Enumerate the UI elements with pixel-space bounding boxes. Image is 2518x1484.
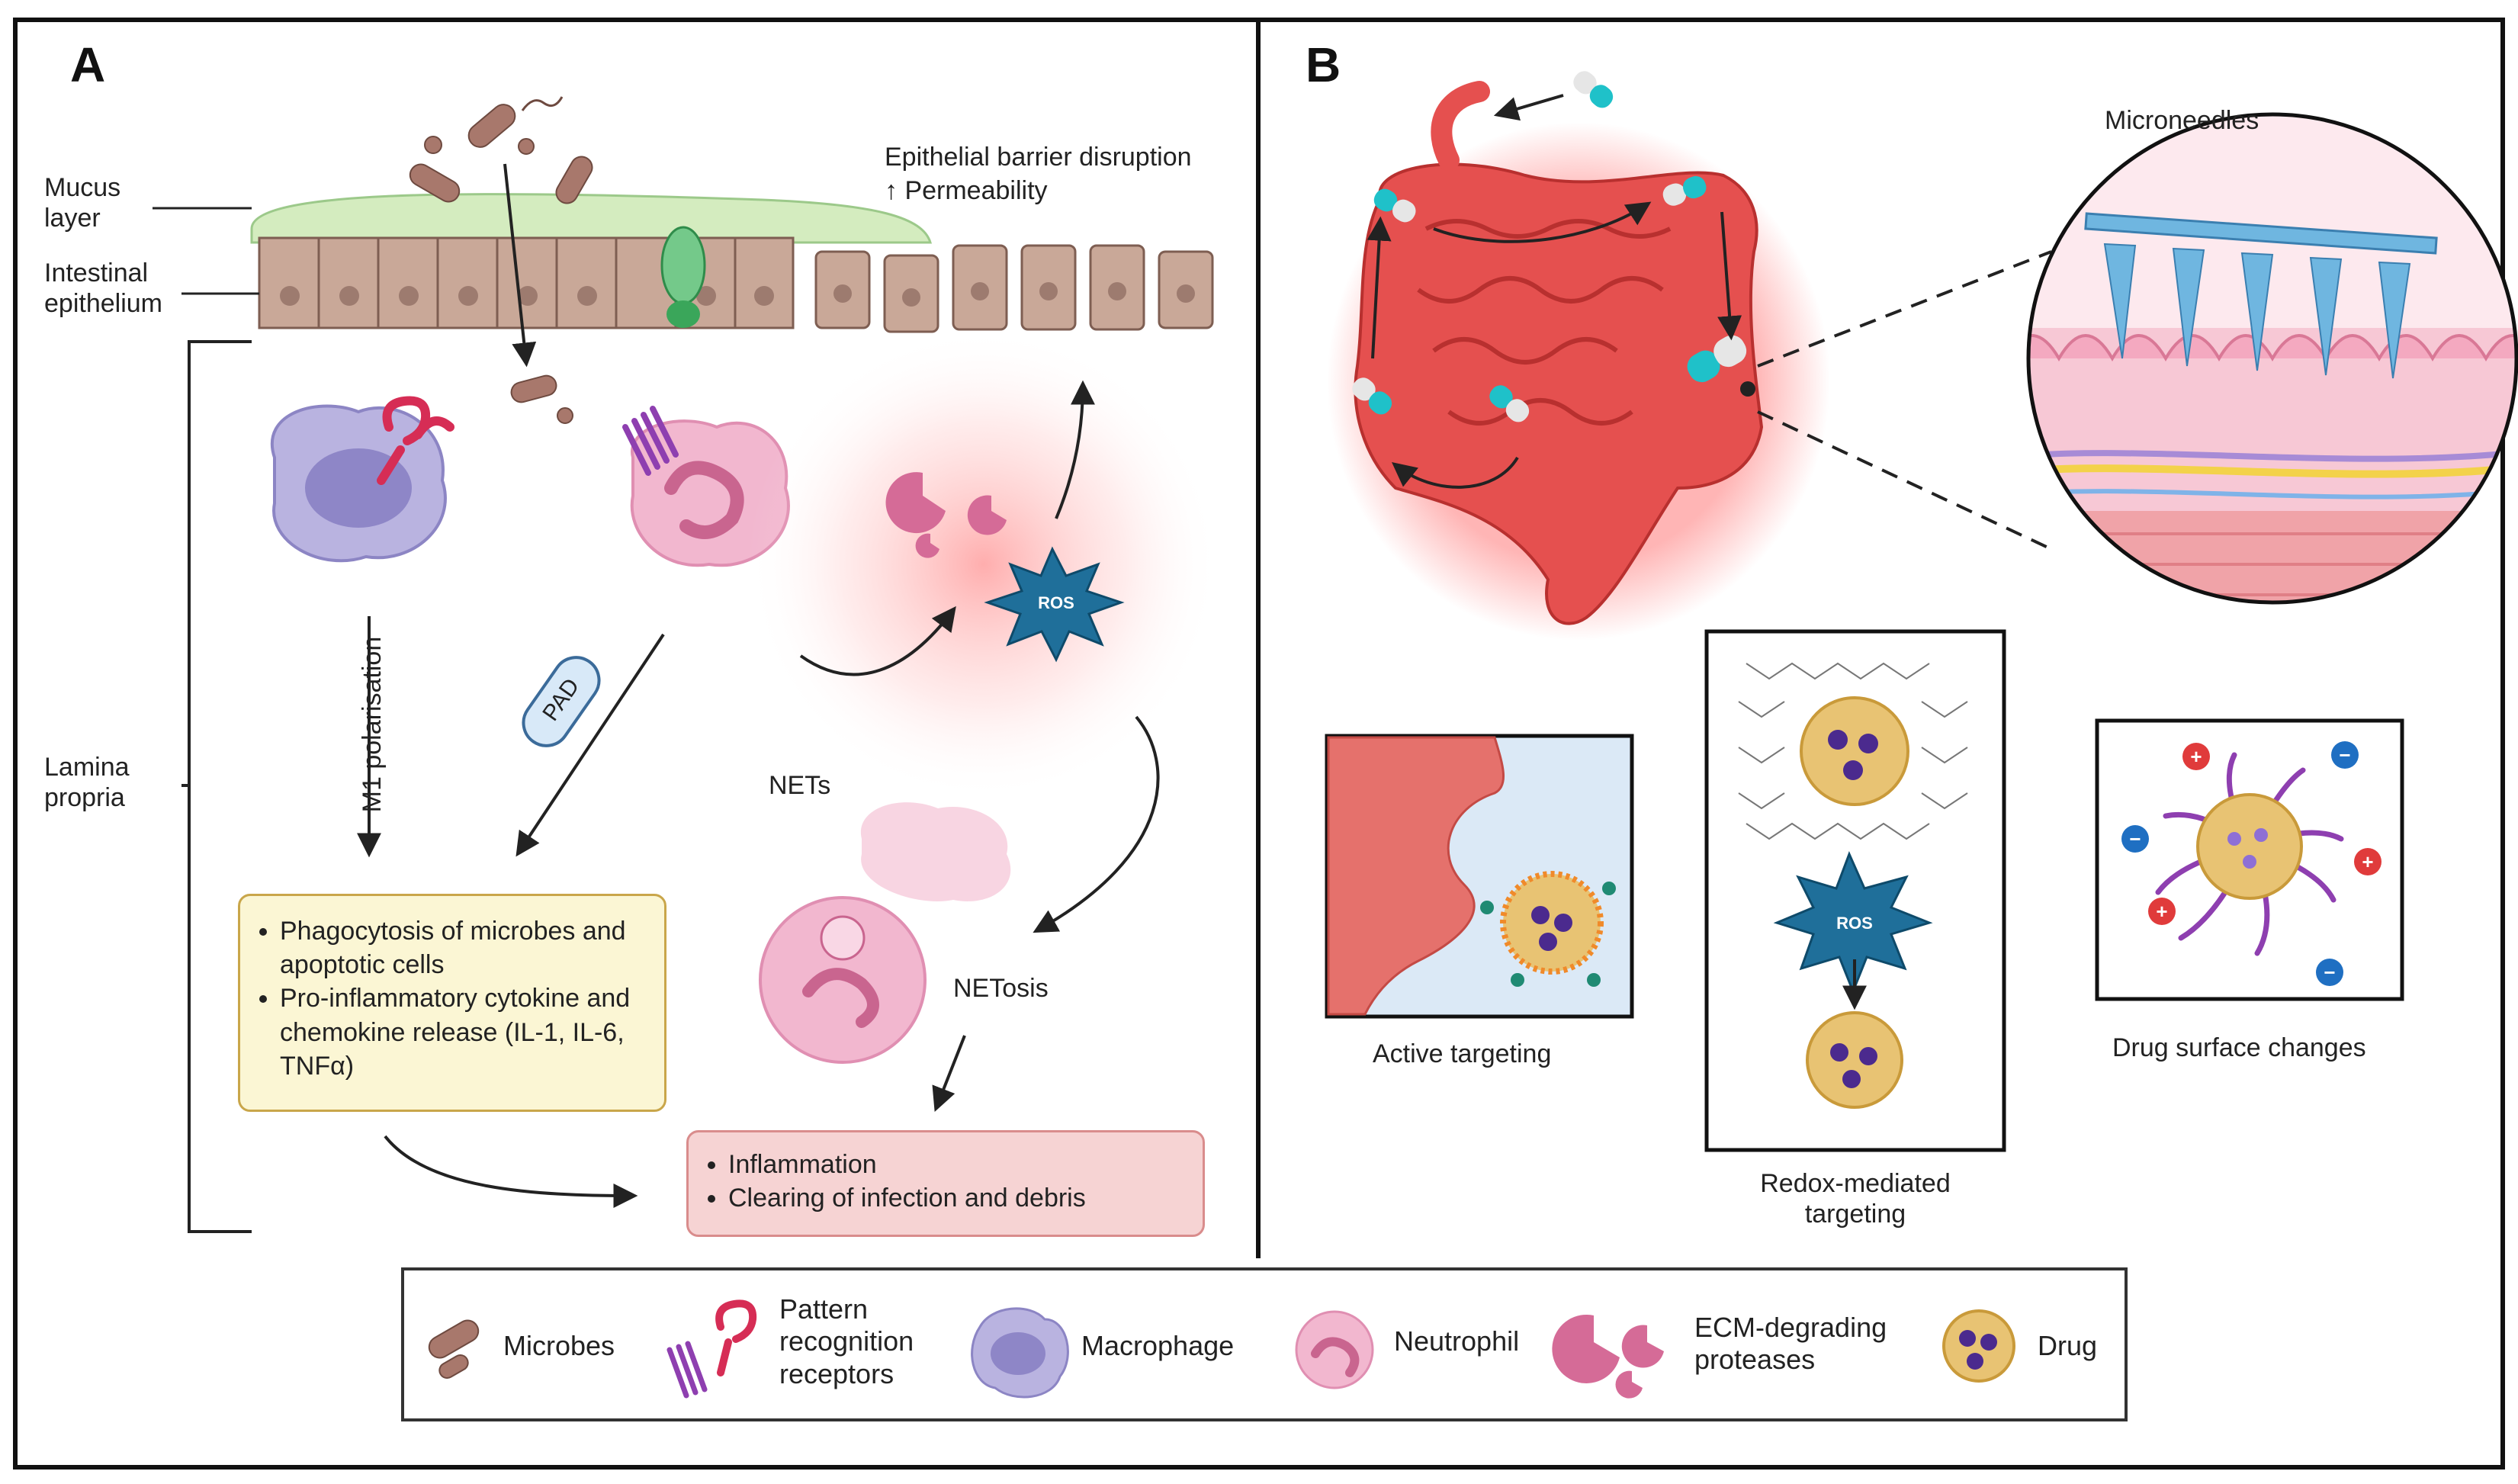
charge-markers [2121,741,2382,986]
legend-macrophage-label: Macrophage [1081,1330,1235,1361]
panel-b-letter: B [1306,37,1341,92]
active-targeting-label: Active targeting [1373,1039,1552,1068]
redox-targeting-label: Redox-mediated targeting [1760,1169,1951,1229]
legend-microbes-icon [428,1319,480,1379]
legend-neutrophil-label: Neutrophil [1394,1325,1520,1357]
legend-neutrophil-icon [1295,1310,1374,1389]
prr-neutrophil [622,406,679,476]
macrophage-outcome-box: Phagocytosis of microbes and apoptotic c… [238,894,666,1112]
prr-macrophage [377,396,454,485]
legend-prr-label: Pattern recognition receptors [779,1293,914,1389]
microneedle-circle [2026,112,2518,605]
inflammation-glow [747,328,1220,801]
intestine [1327,81,1830,641]
surface-changes-box: + − − + + − [2095,718,2404,1001]
legend-box [401,1267,2128,1421]
macrophage-outcome-item: Phagocytosis of microbes and apoptotic c… [280,914,649,981]
panel-b-art: + − − + + − [1325,71,2518,1152]
redox-box [1704,629,2006,1152]
legend-protease-icon [1552,1314,1664,1399]
ros-label-a: ROS [1038,593,1074,612]
capsules [1352,71,1747,422]
ros-label-b: ROS [1836,914,1873,933]
legend-drug-label: Drug [2038,1330,2098,1361]
svg-text:−: − [2339,744,2350,766]
mucus-layer [250,193,933,244]
ecm-proteases [885,472,1007,558]
epithelium-label: Intestinal epithelium [44,259,162,319]
legend-prr-icon [666,1299,757,1399]
microbes-group [409,104,593,424]
microbe-entry-arrow [503,163,537,368]
m1-polarisation-label: M1 polarisation [357,636,387,813]
svg-text:+: + [2156,900,2167,923]
panel-a-art [153,96,1220,1233]
barrier-disruption-label: Epithelial barrier disruption [885,143,1192,172]
svg-text:+: + [2362,850,2373,873]
inflammation-outcome-item: Inflammation [728,1148,1187,1181]
inflammation-outcome-item: Clearing of infection and debris [728,1181,1187,1215]
svg-text:−: − [2129,827,2141,850]
ros-burst [984,546,1125,663]
svg-text:+: + [2190,745,2202,768]
inflammation-outcome-box: Inflammation Clearing of infection and d… [686,1130,1205,1237]
legend-ecm-label: ECM-degrading proteases [1694,1312,1887,1376]
legend-microbes-label: Microbes [503,1330,615,1361]
surface-changes-label: Drug surface changes [2112,1033,2366,1062]
permeability-label: ↑ Permeability [885,176,1048,205]
legend-drug-icon [1942,1309,2015,1383]
nets-label: NETs [769,771,831,800]
netosis-label: NETosis [953,974,1049,1003]
active-targeting-box [1325,734,1634,1019]
legend-icons [428,1299,2015,1399]
lamina-propria-label: Lamina propria [44,753,130,813]
mucus-layer-label: Mucus layer [44,173,121,233]
legend-macrophage-icon [971,1307,1069,1399]
svg-text:−: − [2324,961,2335,984]
pad-pill [522,656,601,747]
macrophage-outcome-item: Pro-inflammatory cytokine and chemokine … [280,981,649,1083]
panel-a-letter: A [70,37,106,92]
netosis-cell [759,802,1011,1064]
microneedles-label: Microneedles [2105,106,2259,135]
intestinal-epithelium [258,226,1214,333]
